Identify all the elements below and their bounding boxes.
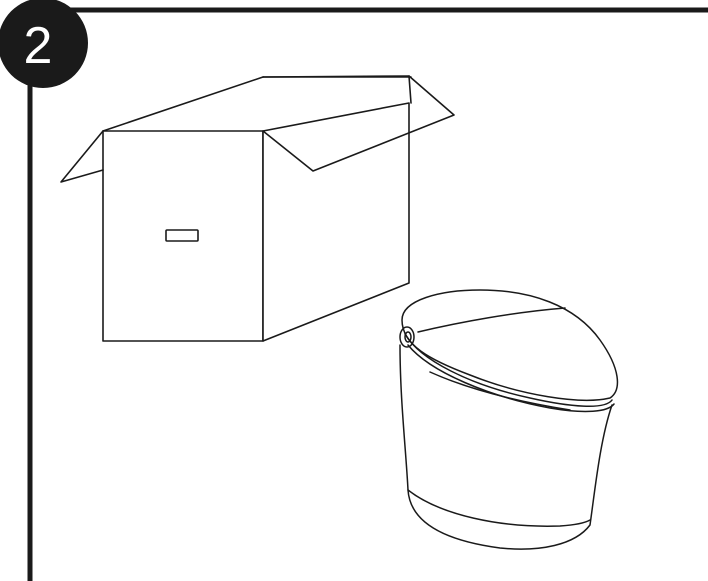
smart-toilet-icon [399,289,619,550]
open-shipping-box-icon [60,75,455,342]
step-badge: 2 [0,0,88,88]
step-number: 2 [24,17,53,75]
step-badge-circle [0,0,88,88]
panel-frame [27,7,708,581]
